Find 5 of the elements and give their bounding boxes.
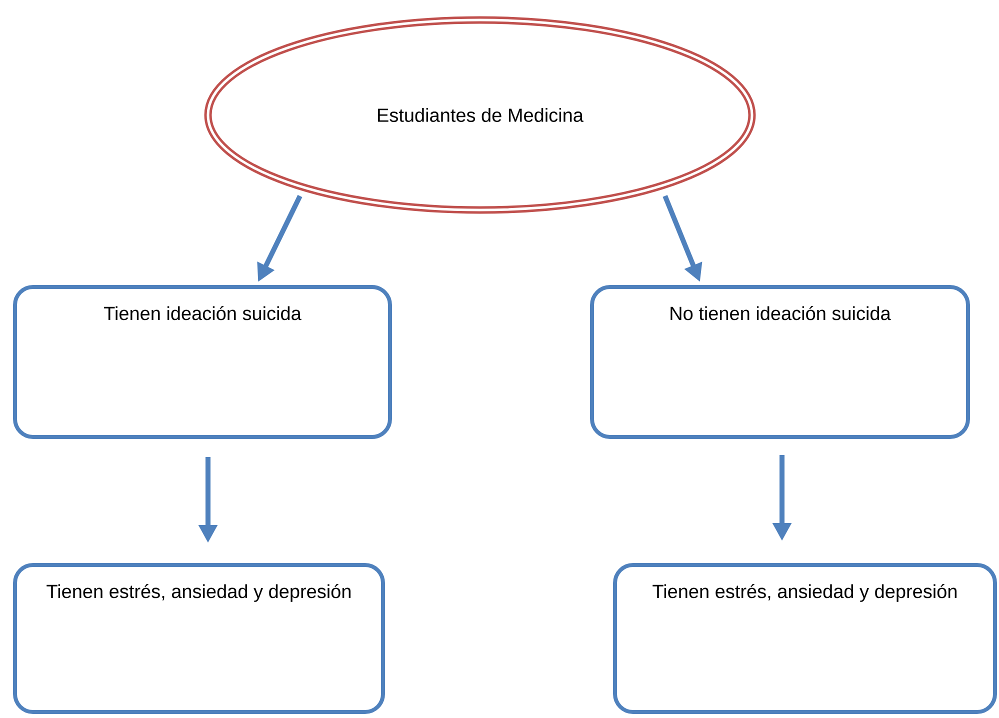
process-box: No tienen ideación suicida — [590, 285, 970, 439]
process-box: Tienen ideación suicida — [13, 285, 392, 439]
oval: Estudiantes de Medicina — [204, 16, 756, 214]
process-box: Tienen estrés, ansiedad y depresión — [613, 563, 997, 714]
process-box: Tienen estrés, ansiedad y depresión — [13, 563, 385, 714]
